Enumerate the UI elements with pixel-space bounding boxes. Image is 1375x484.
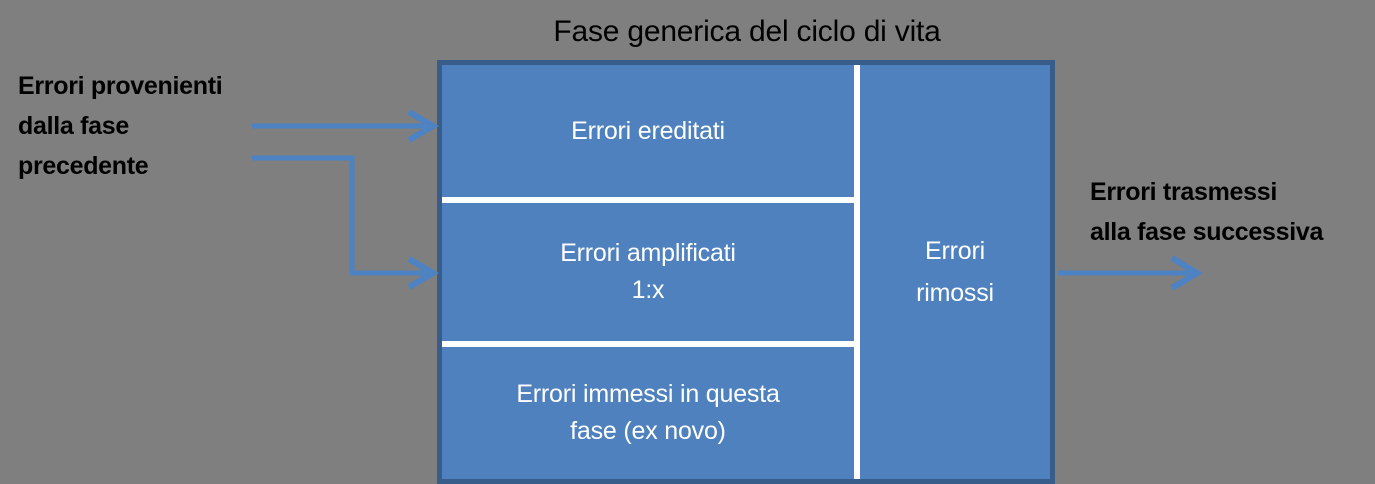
cell-removed-errors-text: Errori rimossi [916,230,994,314]
divider-inherited-amplified [442,197,854,203]
phase-box: Errori ereditati Errori amplificati 1:x … [437,60,1055,484]
incoming-errors-label: Errori provenienti dalla fase precedente [18,66,288,186]
outgoing-arrow-icon [1058,255,1203,291]
page-title: Fase generica del ciclo di vita [553,15,941,48]
cell-introduced-errors: Errori immessi in questa fase (ex novo) [442,347,854,479]
cell-amplified-errors: Errori amplificati 1:x [442,203,854,341]
phase-box-left-column: Errori ereditati Errori amplificati 1:x … [442,65,854,479]
outgoing-label-line-2: alla fase successiva [1090,218,1324,246]
cell-removed-errors-line-1: Errori [925,237,985,265]
cell-introduced-errors-text: Errori immessi in questa fase (ex novo) [516,376,780,450]
cell-inherited-errors-line-1: Errori ereditati [571,116,725,145]
outgoing-errors-label: Errori trasmessi alla fase successiva [1090,172,1375,252]
cell-introduced-errors-line-1: Errori immessi in questa [516,380,780,408]
incoming-label-line-1: Errori provenienti [18,72,223,100]
cell-amplified-errors-line-2: 1:x [631,276,665,304]
cell-amplified-errors-line-1: Errori amplificati [560,239,736,267]
cell-inherited-errors: Errori ereditati [442,65,854,197]
phase-box-right-column: Errori rimossi [860,65,1050,479]
outgoing-label-line-1: Errori trasmessi [1090,178,1277,206]
incoming-label-line-3: precedente [18,152,149,180]
cell-amplified-errors-text: Errori amplificati 1:x [560,235,736,309]
divider-left-right-columns [854,65,860,479]
divider-amplified-introduced [442,341,854,347]
cell-introduced-errors-line-2: fase (ex novo) [570,417,726,445]
cell-inherited-errors-text: Errori ereditati [571,113,725,150]
incoming-label-line-2: dalla fase [18,112,129,140]
cell-removed-errors-line-2: rimossi [916,279,994,307]
